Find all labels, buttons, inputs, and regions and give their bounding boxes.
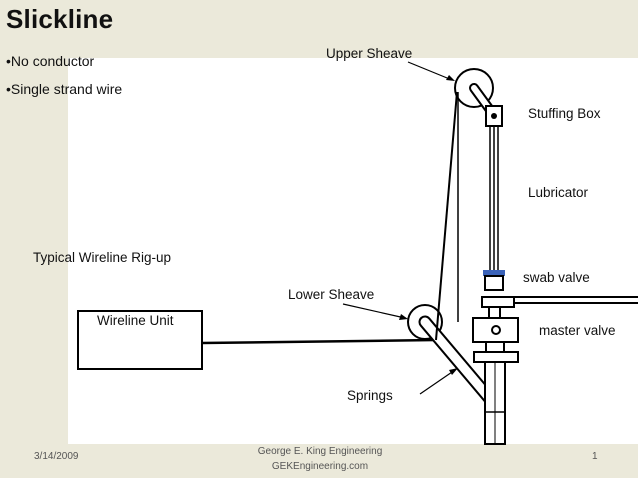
footer-company-name: George E. King Engineering	[257, 446, 383, 457]
diagram-heading: Typical Wireline Rig-up	[33, 250, 172, 265]
label-upper-sheave: Upper Sheave	[326, 46, 413, 61]
slide-title: Slickline	[6, 4, 114, 34]
label-wireline-unit: Wireline Unit	[97, 313, 174, 328]
arrow-upper-sheave	[407, 61, 455, 81]
swab-valve-body	[484, 275, 504, 291]
footer-company: George E. King Engineering GEKEngineerin…	[250, 444, 390, 474]
arrow-lower-sheave	[342, 303, 408, 320]
footer-date: 3/14/2009	[34, 451, 79, 462]
wire-vertical-left	[435, 91, 458, 341]
master-valve-flange	[473, 351, 519, 363]
stuffing-box-dot	[491, 113, 497, 119]
wire-unit-to-lower-sheave	[201, 338, 437, 345]
label-swab-valve: swab valve	[523, 270, 590, 285]
wireline-unit-box	[77, 310, 203, 370]
upper-sheave	[454, 68, 494, 108]
swab-valve-accent	[483, 270, 505, 276]
master-valve-dot	[491, 325, 501, 335]
diagram-panel	[68, 58, 638, 444]
bullet-no-conductor: •No conductor	[6, 53, 95, 69]
arrow-springs	[419, 368, 458, 395]
footer-page-number: 1	[592, 451, 598, 462]
lower-sheave	[407, 304, 443, 340]
label-lubricator: Lubricator	[528, 185, 589, 200]
label-master-valve: master valve	[539, 323, 616, 338]
swab-valve-flange	[481, 296, 515, 308]
footer-company-url: GEKEngineering.com	[271, 461, 369, 472]
label-springs: Springs	[347, 388, 393, 403]
label-stuffing-box: Stuffing Box	[528, 106, 601, 121]
bullet-single-strand-wire: •Single strand wire	[6, 81, 123, 97]
label-lower-sheave: Lower Sheave	[288, 287, 375, 302]
